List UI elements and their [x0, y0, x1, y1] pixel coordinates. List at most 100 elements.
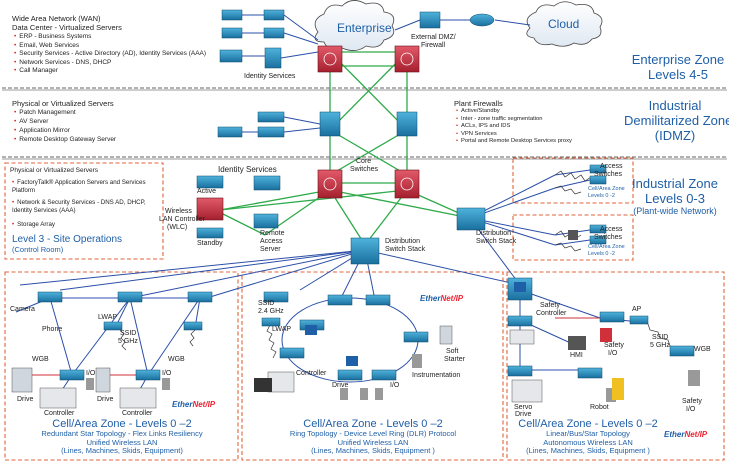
external-firewall-icon [419, 11, 441, 29]
control-room-label: (Control Room) [12, 245, 64, 254]
idmz-devices [217, 111, 418, 138]
cloud-shape [526, 1, 603, 47]
cellfree-label-1b: Levels 0 -2 [588, 193, 615, 199]
ssid24-freq-label: 2.4 GHz [258, 308, 284, 315]
wlc-label-1: Wireless [165, 208, 192, 215]
robot-label: Robot [590, 404, 609, 411]
wan-item: •Call Manager [14, 67, 58, 75]
dmz-item: •Application Mirror [14, 127, 70, 134]
soft-starter-2: Starter [444, 356, 466, 363]
plant-firewalls-title: Plant Firewalls [454, 99, 503, 108]
cell-zone-right-caption: Cell/Area Zone - Levels 0 –2 Linear/Bus/… [518, 418, 658, 455]
drive-label: Drive [17, 396, 34, 403]
standby-label: Standby [197, 240, 223, 247]
enterprise-switches [317, 45, 420, 73]
access-switches-1b: Switches [594, 171, 623, 178]
controller-center-label: Controller [296, 370, 327, 377]
identity-services-l3-label: Identity Services [218, 165, 277, 174]
soft-starter-1: Soft [446, 348, 459, 355]
site-item: •Network & Security Services - DNS AD, D… [12, 199, 146, 214]
ssid-right: SSID [652, 334, 669, 341]
distribution-switch-icons [350, 207, 486, 265]
ap-label: AP [632, 306, 642, 313]
wireless-ap-icons [103, 315, 649, 331]
safety-controller-1: Safety [540, 302, 560, 309]
safety-controller-2: Controller [536, 310, 567, 317]
enterprise-cloud-label: Enterprise [337, 21, 392, 35]
dmz-servers-title: Physical or Virtualized Servers [12, 99, 114, 108]
drive-label-2: Drive [97, 396, 114, 403]
io-center-label: I/O [390, 382, 400, 389]
core-label-2: Switches [350, 166, 379, 173]
wireless-links [119, 170, 679, 359]
dmz-item: •AV Server [14, 118, 49, 125]
distribution-right-label-2: Switch Stack [476, 238, 517, 245]
cell-zone-left-caption: Cell/Area Zone - Levels 0 –2 Redundant S… [41, 418, 203, 455]
ethernet-ip-logo-center: EtherNet/IP [420, 294, 464, 303]
firewall-item: •Inter - zone traffic segmentation [456, 115, 543, 122]
phone-label: Phone [42, 326, 63, 333]
ssid-freq-label: 5 GHz [118, 338, 138, 345]
distribution-label-2: Switch Stack [385, 246, 426, 253]
cellfree-label-2b: Levels 0 -2 [588, 251, 615, 257]
dmz-item: •Patch Management [14, 109, 76, 116]
site-servers-title: Physical or Virtualized Servers [10, 167, 99, 174]
wlc-label-3: (WLC) [167, 224, 188, 231]
safety-io-1: Safety [604, 342, 624, 349]
access-switches-2a: Access [600, 226, 623, 233]
distribution-label-1: Distribution [385, 238, 421, 245]
data-center-devices [219, 9, 531, 69]
camera-label: Camera [10, 306, 35, 313]
controller-label: Controller [44, 410, 75, 417]
access-switches-2b: Switches [594, 234, 623, 241]
firewall-item: •VPN Services [456, 130, 497, 137]
wgb-label-2: WGB [168, 356, 185, 363]
cloud-label: Cloud [548, 17, 580, 31]
ras-label-1: Remote [260, 230, 285, 237]
wgb-right-label: WGB [694, 346, 711, 353]
green-links [214, 51, 471, 246]
firewall-item: •ACLs, IPS and IDS [456, 123, 511, 130]
router-icon [469, 13, 495, 27]
active-label: Active [197, 188, 217, 195]
access-switch-icons [568, 164, 607, 245]
io-label-2: I/O [162, 370, 172, 377]
core-label-1: Core [356, 158, 372, 165]
servo-2: Drive [515, 411, 532, 418]
wlc-label-2: LAN Controller [159, 216, 205, 223]
zone-boxes [4, 157, 725, 461]
site-item: •Storage Array [12, 221, 56, 228]
ethernet-ip-logo-right: EtherNet/IP [664, 430, 708, 439]
cellfree-label-1: Cell/Area Zone [588, 186, 625, 192]
hmi-label: HMI [570, 352, 583, 359]
access-switches-1a: Access [600, 163, 623, 170]
safety-io-right-1: Safety [682, 398, 702, 405]
zone-dividers [2, 87, 727, 158]
data-center-title: Data Center - Virtualized Servers [12, 23, 122, 32]
safety-io-right-2: I/O [686, 406, 696, 413]
distribution-right-label-1: Distribution [476, 230, 512, 237]
ies-switch-icons [37, 277, 695, 381]
wan-item: •Network Services - DNS, DHCP [14, 58, 112, 66]
ssid-right-freq: 5 GHz [650, 342, 670, 349]
dlr-badges [305, 282, 526, 366]
ras-label-3: Server [260, 246, 281, 253]
lwap2-label: LWAP [272, 326, 292, 333]
site-operations-level: Level 3 - Site Operations [12, 234, 123, 245]
wgb-label: WGB [32, 356, 49, 363]
wan-title: Wide Area Network (WAN) [12, 14, 101, 23]
ethernet-ip-logo: EtherNet/IP [172, 400, 216, 409]
firewall-item: •Portal and Remote Desktop Services prox… [456, 138, 572, 145]
firewall-label: Firewall [421, 42, 446, 49]
plant-equipment-icons [11, 325, 700, 409]
dmz-item: •Remote Desktop Gateway Server [14, 136, 117, 143]
lwap-label: LWAP [98, 314, 118, 321]
instrumentation-label: Instrumentation [412, 372, 461, 379]
io-label: I/O [86, 370, 96, 377]
safety-io-2: I/O [608, 350, 618, 357]
